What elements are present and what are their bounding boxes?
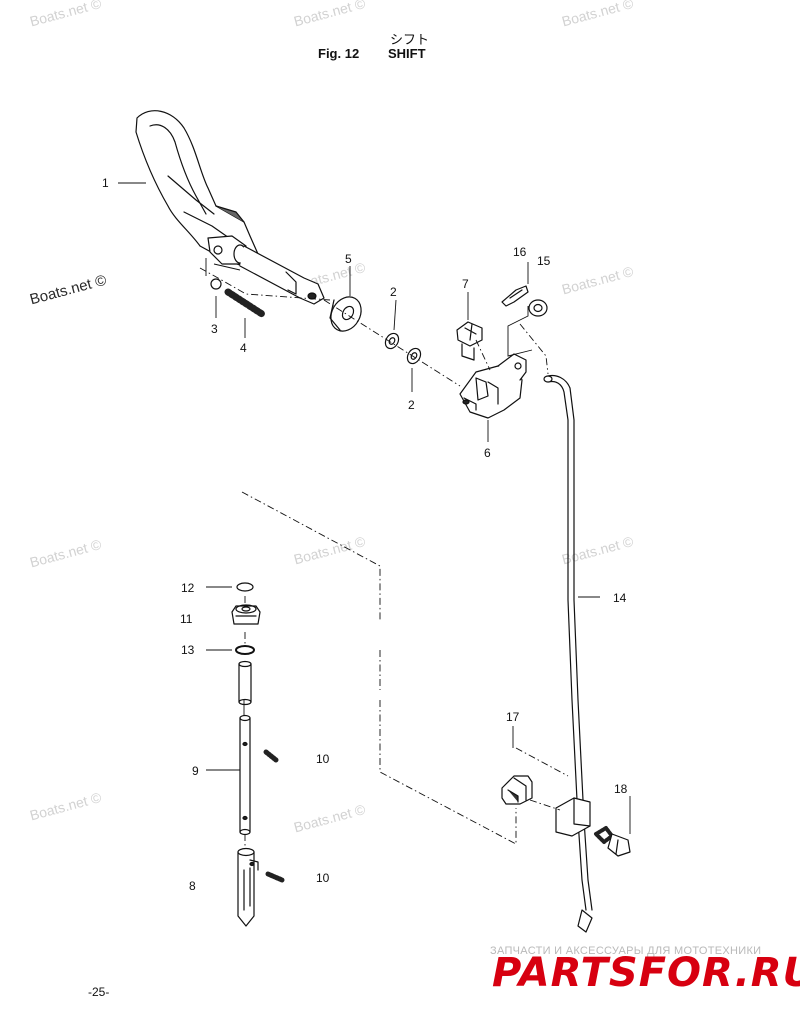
ball-part-3 [210, 278, 222, 290]
o-ring-part-2-upper [384, 332, 400, 350]
callout-2-lower: 2 [408, 398, 415, 412]
shift-cam-part-8 [237, 847, 259, 927]
callout-13: 13 [181, 643, 195, 657]
callout-9: 9 [192, 764, 199, 778]
nut-part-15 [528, 299, 548, 317]
callout-1: 1 [102, 176, 109, 190]
callout-6: 6 [484, 446, 491, 460]
o-ring-part-13 [235, 645, 255, 655]
pin-part-10-lower [265, 871, 285, 883]
shift-rod-part-14 [543, 374, 593, 933]
callout-15: 15 [537, 254, 551, 268]
figure-name: SHIFT [388, 46, 426, 61]
pin-part-10-upper [263, 749, 279, 763]
callout-10-upper: 10 [316, 752, 330, 766]
shift-rod-part-9 [239, 714, 251, 836]
washer-part-5 [329, 296, 362, 332]
callout-3: 3 [211, 322, 218, 336]
o-ring-part-2-lower [406, 347, 422, 365]
footer-logo: PARTSFOR.RU [492, 950, 800, 996]
callout-4: 4 [240, 341, 247, 355]
bushing [238, 660, 252, 706]
bolt-part-7 [456, 321, 483, 361]
callout-16: 16 [513, 245, 527, 259]
callout-12: 12 [181, 581, 195, 595]
callout-11: 11 [180, 612, 193, 626]
grommet-part-11 [231, 604, 261, 625]
clip-part-17 [501, 775, 533, 805]
bolt-part-18 [594, 826, 631, 857]
callout-17: 17 [506, 710, 520, 724]
callout-18: 18 [614, 782, 628, 796]
figure-title-japanese: シフト [390, 33, 430, 48]
rod-clamp [555, 797, 591, 837]
ring-part-12 [236, 582, 254, 592]
callout-2-upper: 2 [390, 285, 397, 299]
spring-part-4 [224, 288, 266, 318]
callout-5: 5 [345, 252, 352, 266]
shift-lever-part-1 [135, 110, 325, 305]
callout-10-lower: 10 [316, 871, 330, 885]
shift-arm-part-6 [459, 353, 527, 419]
callout-14: 14 [613, 591, 627, 605]
callout-7: 7 [462, 277, 469, 291]
figure-number: Fig. 12 [318, 46, 360, 61]
callout-8: 8 [189, 879, 196, 893]
footer-tagline: ЗАПЧАСТИ И АКСЕССУАРЫ ДЛЯ МОТОТЕХНИКИ [490, 945, 762, 957]
leader-2a [393, 299, 397, 331]
leader-15-16-tie [507, 306, 533, 357]
page-number: -25- [88, 985, 110, 999]
clip-part-16 [501, 285, 529, 307]
